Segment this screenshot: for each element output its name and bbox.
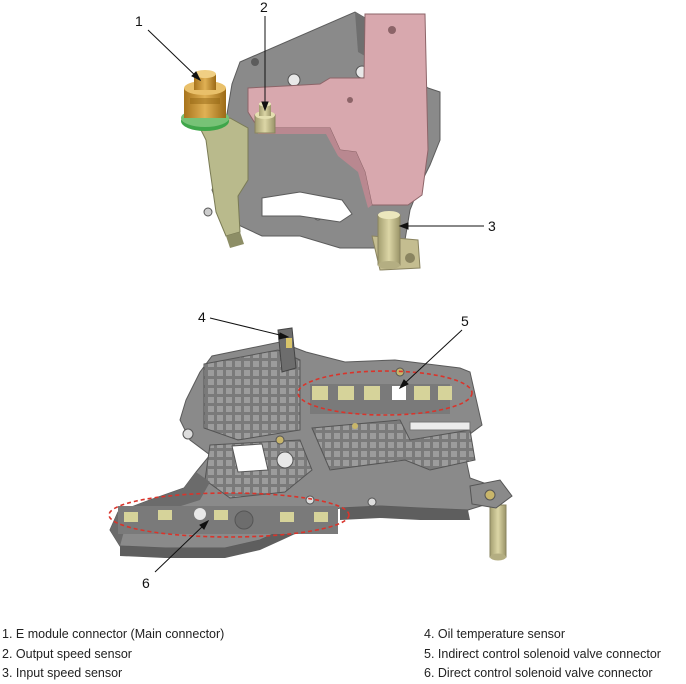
callout-6: 6 [142,575,150,591]
highlight-ellipse-5 [297,370,473,416]
legend-item-4: 4. Oil temperature sensor [424,627,566,641]
oil-temperature-sensor [286,338,292,348]
callout-3: 3 [488,218,496,234]
legend-item-6: 6. Direct control solenoid valve connect… [424,666,653,680]
lower-speed-sensor-pin [469,479,513,561]
legend-item-5: 5. Indirect control solenoid valve conne… [424,646,661,661]
input-speed-sensor [371,211,421,271]
e-module-connector [181,70,229,131]
legend-item-3: 3. Input speed sensor [2,666,123,680]
indirect-solenoid-connectors [310,384,471,431]
legend-right: 4. Oil temperature sensor 5. Indirect co… [424,625,661,684]
highlight-ellipse-6 [108,492,350,538]
legend-left: 1. E module connector (Main connector) 2… [2,625,224,684]
callout-5: 5 [461,313,469,329]
legend-item-2: 2. Output speed sensor [2,646,132,661]
top-assembly [181,11,441,271]
bottom-assembly [108,327,513,561]
transmission-sensor-diagram: 1 2 3 4 5 6 [108,0,513,591]
callout-numbers: 1 2 3 4 5 6 [135,0,496,591]
callout-2: 2 [260,0,268,15]
legend-item-1: 1. E module connector (Main connector) [2,627,225,641]
callout-leaders [147,16,484,573]
callout-4: 4 [198,309,206,325]
callout-1: 1 [135,13,143,29]
direct-solenoid-connectors [118,506,338,534]
